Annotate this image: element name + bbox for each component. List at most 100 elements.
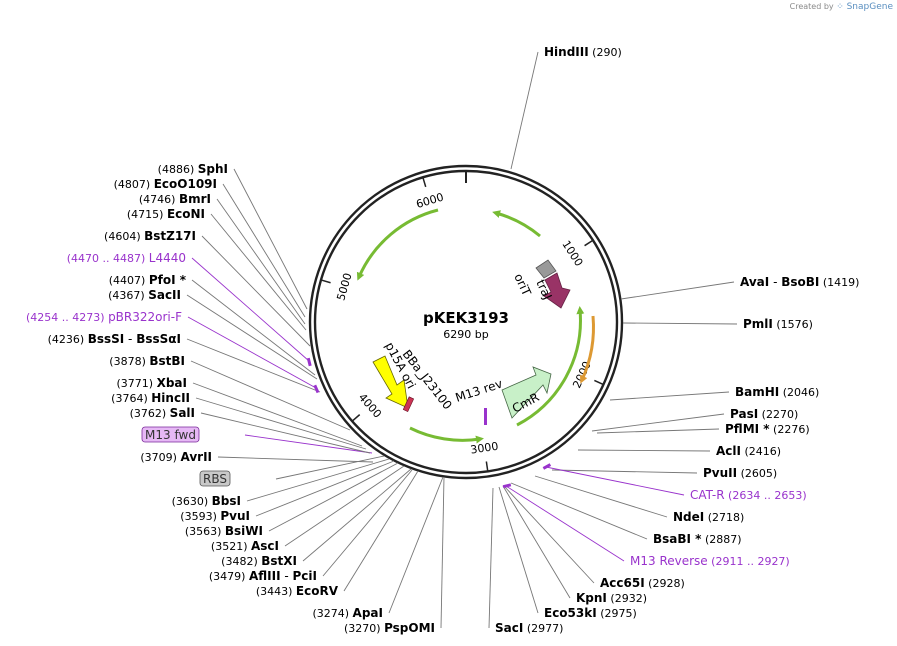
site-label-avrii[interactable]: (3709) AvrII <box>140 450 212 464</box>
site-label-pflmi[interactable]: PflMI * (2276) <box>725 422 810 436</box>
tick-label-2000: 2000 <box>570 359 593 390</box>
leader-econi <box>210 213 307 331</box>
site-label-m13-reverse[interactable]: M13 Reverse (2911 .. 2927) <box>630 554 790 568</box>
site-name-econi: EcoNI <box>167 207 205 221</box>
site-label-pmli[interactable]: PmlI (1576) <box>743 317 813 331</box>
site-sep-avai: - <box>769 275 781 289</box>
site-name-saci: SacI <box>495 621 523 635</box>
site-pos-bstz17i: (4604) <box>104 230 144 243</box>
site-label-acli[interactable]: AclI (2416) <box>716 444 781 458</box>
site-label-bsssi[interactable]: (4236) BssSI - BssSαI <box>48 332 181 346</box>
site-name-ecorv: EcoRV <box>296 584 339 598</box>
site-label-afliii[interactable]: (3479) AflIII - PciI <box>209 569 317 583</box>
site-label-avai[interactable]: AvaI - BsoBI (1419) <box>740 275 859 289</box>
leader-sali <box>200 412 371 454</box>
site-pos-pfoi: (4407) <box>109 274 149 287</box>
site-label-rbs[interactable]: RBS <box>199 470 231 487</box>
site-sep-bsssi: - <box>124 332 136 346</box>
site-extra-afliii: PciI <box>293 569 318 583</box>
site-text-pasi: PasI (2270) <box>730 407 798 421</box>
site-pos-cat-r: (2634 .. 2653) <box>725 489 807 502</box>
site-label-saci[interactable]: SacI (2977) <box>495 621 563 635</box>
site-pos-bstbi: (3878) <box>109 355 149 368</box>
site-label-ecorv[interactable]: (3443) EcoRV <box>256 584 339 598</box>
site-label-cat-r[interactable]: CAT-R (2634 .. 2653) <box>690 488 807 502</box>
site-name-bstbi: BstBI <box>149 354 185 368</box>
site-name-rbs: RBS <box>203 472 227 486</box>
site-text-bstbi: (3878) BstBI <box>109 354 185 368</box>
site-label-apai[interactable]: (3274) ApaI <box>312 606 383 620</box>
site-name-sali: SalI <box>170 406 195 420</box>
tick-label-4000: 4000 <box>356 391 384 421</box>
leader-bamhi <box>609 391 730 401</box>
site-label-ecoo109i[interactable]: (4807) EcoO109I <box>114 177 217 191</box>
site-label-bstz17i[interactable]: (4604) BstZ17I <box>104 229 196 243</box>
site-label-bbsi[interactable]: (3630) BbsI <box>172 494 241 508</box>
site-text-asci: (3521) AscI <box>211 539 279 553</box>
site-name-kpni: KpnI <box>576 591 607 605</box>
feature-orit <box>535 259 557 279</box>
site-label-bstxi[interactable]: (3482) BstXI <box>221 554 297 568</box>
site-label-asci[interactable]: (3521) AscI <box>211 539 279 553</box>
site-label-bmri[interactable]: (4746) BmrI <box>139 192 211 206</box>
site-label-hindiii[interactable]: HindIII (290) <box>544 45 622 59</box>
leader-pvuii <box>551 469 698 474</box>
snapgene-logo: ⁘ SnapGene <box>836 2 893 12</box>
site-label-bstbi[interactable]: (3878) BstBI <box>109 354 185 368</box>
tick-3000 <box>485 461 489 472</box>
site-text-bstz17i: (4604) BstZ17I <box>104 229 196 243</box>
site-name-l4440: L4440 <box>149 251 186 265</box>
site-name-m13-reverse: M13 Reverse <box>630 554 708 568</box>
site-label-pvuii[interactable]: PvuII (2605) <box>703 466 777 480</box>
site-label-xbai[interactable]: (3771) XbaI <box>117 376 187 390</box>
site-name-pflmi: PflMI * <box>725 422 770 436</box>
site-name-xbai: XbaI <box>157 376 187 390</box>
site-label-sacii[interactable]: (4367) SacII <box>108 288 181 302</box>
tick-5000 <box>320 279 331 284</box>
site-label-m13-fwd[interactable]: M13 fwd <box>141 426 200 443</box>
site-pos-pvui: (3593) <box>180 510 220 523</box>
site-label-ndei[interactable]: NdeI (2718) <box>673 510 744 524</box>
site-name-hindiii: HindIII <box>544 45 589 59</box>
site-box-m13-fwd <box>141 426 200 443</box>
site-name-sacii: SacII <box>148 288 181 302</box>
site-label-pasi[interactable]: PasI (2270) <box>730 407 798 421</box>
site-label-kpni[interactable]: KpnI (2932) <box>576 591 647 605</box>
site-label-l4440[interactable]: (4470 .. 4487) L4440 <box>67 251 186 265</box>
site-name-bstz17i: BstZ17I <box>144 229 196 243</box>
tick-label-3000: 3000 <box>470 440 500 457</box>
site-label-pspomi[interactable]: (3270) PspOMI <box>344 621 435 635</box>
site-text-pspomi: (3270) PspOMI <box>344 621 435 635</box>
site-label-hincii[interactable]: (3764) HincII <box>111 391 190 405</box>
site-pos-saci: (2977) <box>523 622 563 635</box>
label-orit: oriT <box>511 271 534 298</box>
site-label-bamhi[interactable]: BamHI (2046) <box>735 385 819 399</box>
site-pos-ecoo109i: (4807) <box>114 178 154 191</box>
site-label-pfoi[interactable]: (4407) PfoI * <box>109 273 187 287</box>
site-text-xbai: (3771) XbaI <box>117 376 187 390</box>
site-label-pvui[interactable]: (3593) PvuI <box>180 509 250 523</box>
site-text-sacii: (4367) SacII <box>108 288 181 302</box>
site-text-pfoi: (4407) PfoI * <box>109 273 187 287</box>
site-label-sali[interactable]: (3762) SalI <box>130 406 195 420</box>
site-name-eco53ki: Eco53kI <box>544 606 597 620</box>
site-text-pflmi: PflMI * (2276) <box>725 422 810 436</box>
site-text-kpni: KpnI (2932) <box>576 591 647 605</box>
site-pos-sphi: (4886) <box>158 163 198 176</box>
credit-prefix: Created by <box>789 2 834 11</box>
site-label-pbr322ori-f[interactable]: (4254 .. 4273) pBR322ori-F <box>26 310 182 324</box>
site-text-bsabi: BsaBI * (2887) <box>653 532 742 546</box>
site-label-sphi[interactable]: (4886) SphI <box>158 162 228 176</box>
site-label-bsiwi[interactable]: (3563) BsiWI <box>185 524 263 538</box>
site-name-afliii: AflIII <box>249 569 281 583</box>
site-text-hincii: (3764) HincII <box>111 391 190 405</box>
site-label-acc65i[interactable]: Acc65I (2928) <box>600 576 685 590</box>
leader-bmri <box>216 198 306 325</box>
backbone-outer <box>308 164 624 480</box>
site-label-econi[interactable]: (4715) EcoNI <box>127 207 205 221</box>
site-label-eco53ki[interactable]: Eco53kI (2975) <box>544 606 637 620</box>
site-label-bsabi[interactable]: BsaBI * (2887) <box>653 532 742 546</box>
site-name-sphi: SphI <box>198 162 228 176</box>
site-pos-asci: (3521) <box>211 540 251 553</box>
site-name-pbr322ori-f: pBR322ori-F <box>108 310 182 324</box>
